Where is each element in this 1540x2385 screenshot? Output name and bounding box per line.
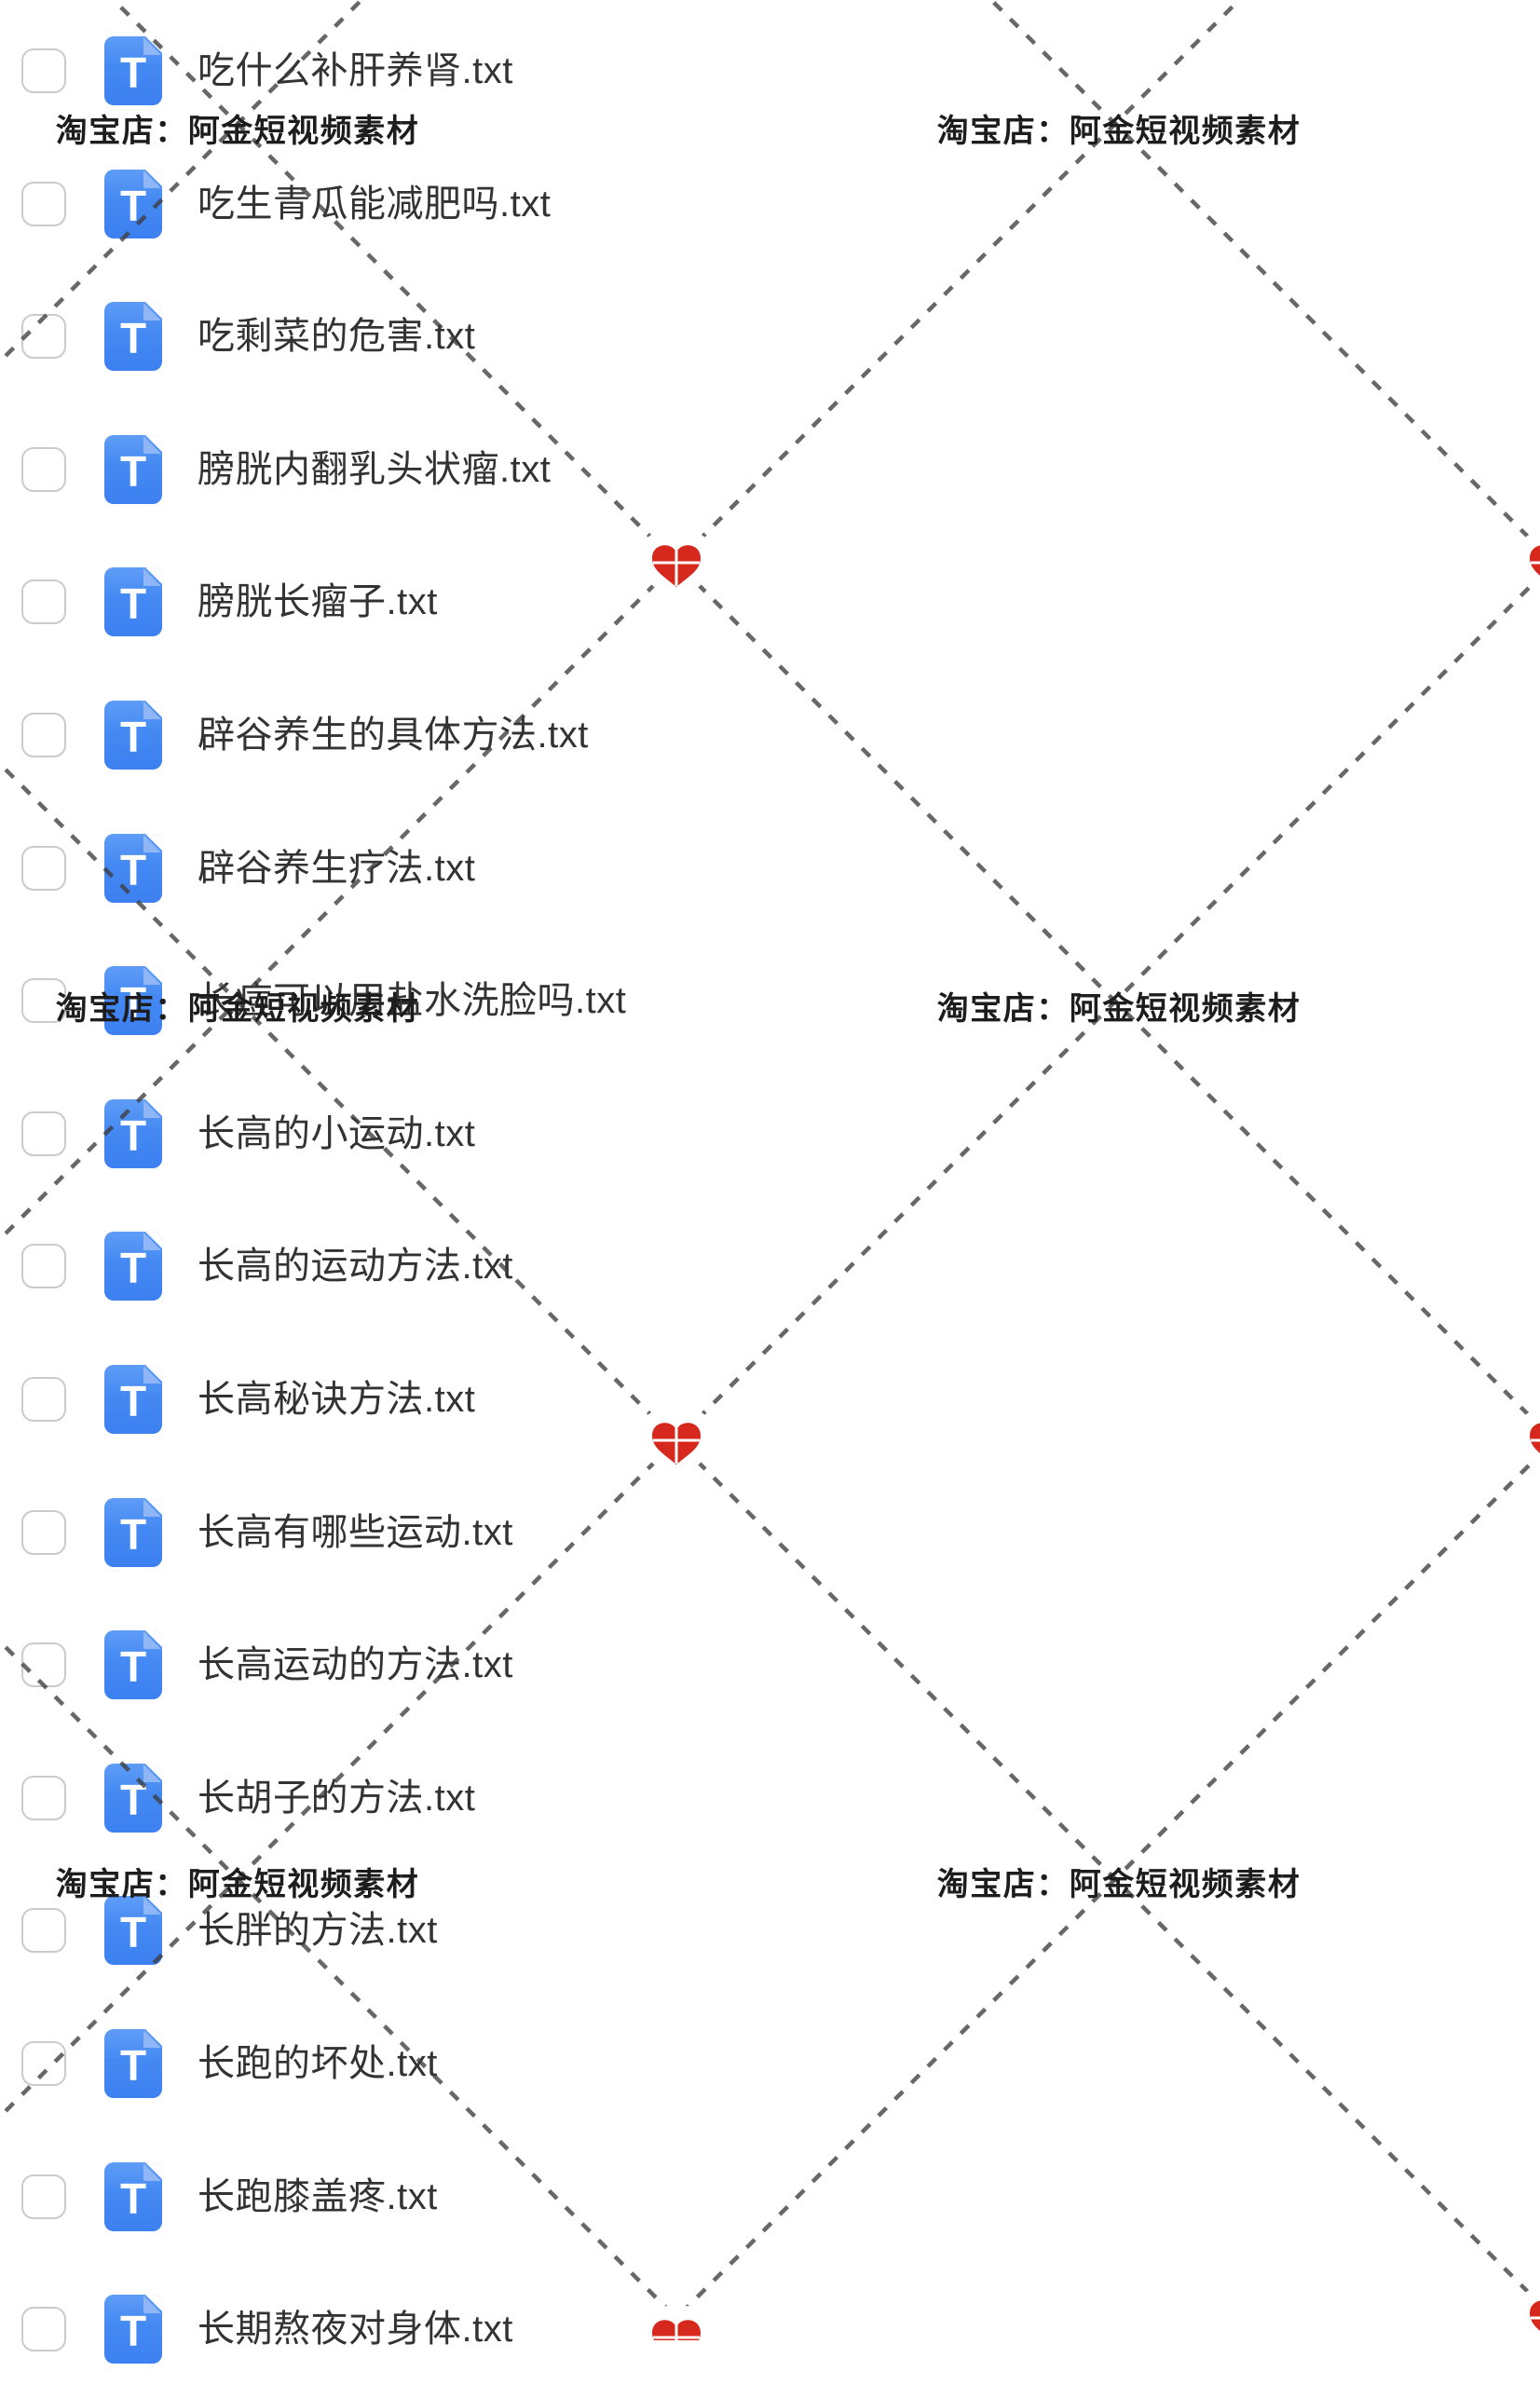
file-checkbox[interactable] — [21, 1908, 66, 1954]
text-file-icon-letter: T — [119, 978, 147, 1028]
file-row[interactable]: T 长高的运动方法.txt — [0, 1231, 1540, 1302]
file-name-label[interactable]: 辟谷养生疗法.txt — [198, 847, 476, 889]
text-file-icon-letter: T — [119, 579, 147, 629]
file-checkbox[interactable] — [21, 713, 66, 757]
file-row[interactable]: T 膀胱内翻乳头状瘤.txt — [0, 434, 1540, 505]
file-row[interactable]: T 长胖的方法.txt — [0, 1895, 1540, 1966]
file-checkbox[interactable] — [21, 845, 66, 891]
file-row[interactable]: T 长期熬夜对身体.txt — [0, 2294, 1540, 2365]
file-row[interactable]: T 长高的小运动.txt — [0, 1098, 1540, 1169]
text-file-icon[interactable]: T — [104, 966, 162, 1036]
file-checkbox[interactable] — [21, 2174, 66, 2219]
file-name-label[interactable]: 长高的运动方法.txt — [198, 1246, 513, 1288]
file-checkbox[interactable] — [21, 1244, 66, 1289]
file-name-label[interactable]: 长跑膝盖疼.txt — [198, 2175, 438, 2217]
text-file-icon[interactable]: T — [104, 1896, 162, 1966]
text-file-icon-letter: T — [119, 1908, 147, 1957]
text-file-icon[interactable]: T — [104, 36, 162, 105]
text-file-icon[interactable]: T — [104, 2295, 162, 2365]
text-file-icon[interactable]: T — [104, 1365, 162, 1434]
file-name-label[interactable]: 吃剩菜的危害.txt — [198, 316, 476, 358]
text-file-icon-letter: T — [119, 1642, 147, 1692]
file-name-label[interactable]: 长高的小运动.txt — [198, 1112, 476, 1154]
file-checkbox[interactable] — [21, 1642, 66, 1688]
file-checkbox[interactable] — [21, 2041, 66, 2086]
text-file-icon-letter: T — [119, 181, 147, 230]
file-checkbox[interactable] — [21, 1111, 66, 1156]
file-checkbox[interactable] — [21, 181, 66, 226]
file-row[interactable]: T 长高秘诀方法.txt — [0, 1364, 1540, 1435]
text-file-icon-letter: T — [119, 314, 147, 363]
text-file-icon-letter: T — [119, 48, 147, 97]
file-row[interactable]: T 长跑膝盖疼.txt — [0, 2161, 1540, 2232]
file-name-label[interactable]: 长胖的方法.txt — [198, 1910, 438, 1952]
text-file-icon[interactable]: T — [104, 2161, 162, 2231]
text-file-icon-letter: T — [119, 1111, 147, 1160]
text-file-icon[interactable]: T — [104, 302, 162, 372]
file-name-label[interactable]: 长跑的坏处.txt — [198, 2043, 438, 2084]
text-file-icon-letter: T — [119, 845, 147, 894]
file-row[interactable]: T 辟谷养生的具体方法.txt — [0, 700, 1540, 770]
file-name-label[interactable]: 长高秘诀方法.txt — [198, 1379, 476, 1420]
text-file-icon-letter: T — [119, 2174, 147, 2223]
text-file-icon-letter: T — [119, 1509, 147, 1559]
text-file-icon-letter: T — [119, 1775, 147, 1824]
text-file-icon[interactable]: T — [104, 1232, 162, 1302]
file-checkbox[interactable] — [21, 2307, 66, 2352]
file-row[interactable]: T 长高运动的方法.txt — [0, 1629, 1540, 1700]
file-row[interactable]: T 吃生青瓜能减肥吗.txt — [0, 169, 1540, 239]
file-row[interactable]: T 吃什么补肝养肾.txt — [0, 35, 1540, 106]
text-file-icon[interactable]: T — [104, 434, 162, 504]
text-file-icon-letter: T — [119, 1377, 147, 1425]
file-row[interactable]: T 长痘可以用盐水洗脸吗.txt — [0, 965, 1540, 1036]
file-name-label[interactable]: 长期熬夜对身体.txt — [198, 2309, 513, 2351]
file-row[interactable]: T 长跑的坏处.txt — [0, 2028, 1540, 2099]
text-file-icon-letter: T — [119, 446, 147, 496]
file-checkbox[interactable] — [21, 1377, 66, 1422]
file-checkbox[interactable] — [21, 1775, 66, 1820]
file-row[interactable]: T 长高有哪些运动.txt — [0, 1497, 1540, 1568]
text-file-icon[interactable]: T — [104, 1630, 162, 1700]
file-name-label[interactable]: 辟谷养生的具体方法.txt — [198, 715, 589, 756]
text-file-icon[interactable]: T — [104, 169, 162, 238]
file-name-label[interactable]: 长高有哪些运动.txt — [198, 1511, 513, 1553]
file-row[interactable]: T 吃剩菜的危害.txt — [0, 301, 1540, 372]
file-name-label[interactable]: 吃生青瓜能减肥吗.txt — [198, 183, 552, 225]
file-checkbox[interactable] — [21, 314, 66, 360]
file-name-label[interactable]: 膀胱长瘤子.txt — [198, 581, 438, 623]
file-name-label[interactable]: 长胡子的方法.txt — [198, 1777, 476, 1819]
text-file-icon-letter: T — [119, 2307, 147, 2356]
text-file-icon[interactable]: T — [104, 1497, 162, 1567]
file-checkbox[interactable] — [21, 48, 66, 93]
text-file-icon-letter: T — [119, 1244, 147, 1293]
text-file-icon[interactable]: T — [104, 701, 162, 770]
file-row[interactable]: T 辟谷养生疗法.txt — [0, 833, 1540, 904]
file-checkbox[interactable] — [21, 1509, 66, 1555]
text-file-icon[interactable]: T — [104, 567, 162, 637]
file-name-label[interactable]: 长痘可以用盐水洗脸吗.txt — [198, 980, 627, 1022]
text-file-icon[interactable]: T — [104, 833, 162, 903]
file-checkbox[interactable] — [21, 978, 66, 1024]
text-file-icon-letter: T — [119, 713, 147, 761]
file-checkbox[interactable] — [21, 446, 66, 492]
text-file-icon[interactable]: T — [104, 2029, 162, 2098]
file-row[interactable]: T 长胡子的方法.txt — [0, 1763, 1540, 1833]
file-name-label[interactable]: 吃什么补肝养肾.txt — [198, 50, 513, 91]
file-name-label[interactable]: 膀胱内翻乳头状瘤.txt — [198, 448, 552, 490]
text-file-icon-letter: T — [119, 2041, 147, 2090]
file-row[interactable]: T 膀胱长瘤子.txt — [0, 566, 1540, 637]
text-file-icon[interactable]: T — [104, 1763, 162, 1833]
text-file-icon[interactable]: T — [104, 1098, 162, 1168]
file-checkbox[interactable] — [21, 579, 66, 625]
file-name-label[interactable]: 长高运动的方法.txt — [198, 1644, 513, 1686]
